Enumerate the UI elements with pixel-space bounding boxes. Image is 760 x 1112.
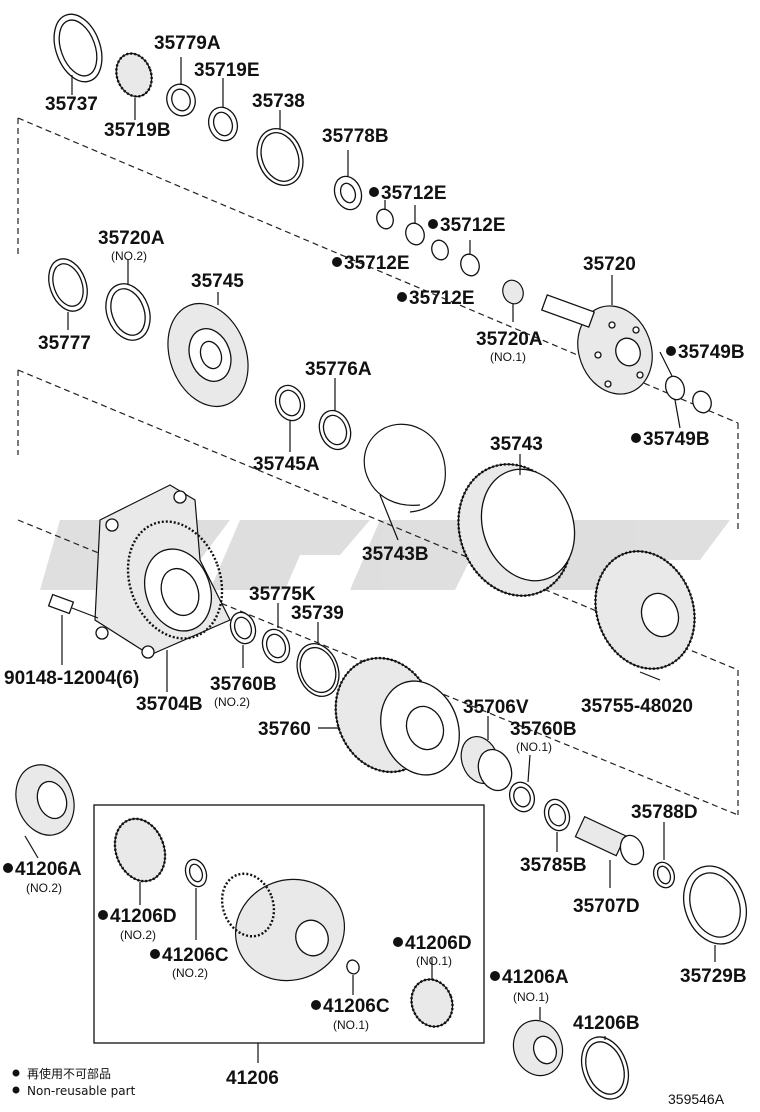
part-label-35745a: 35745A <box>253 454 320 475</box>
part-note-35760b-no1: (NO.1) <box>516 740 552 754</box>
part-label-41206: 41206 <box>226 1068 279 1089</box>
part-label-35712e-2: 35712E <box>440 215 506 236</box>
kit-box <box>93 804 485 1044</box>
part-label-35743b: 35743B <box>362 544 429 565</box>
part-label-35785b: 35785B <box>520 855 587 876</box>
part-label-35720: 35720 <box>583 254 636 275</box>
part-note-41206a-no2: (NO.2) <box>26 881 62 895</box>
part-label-35775k: 35775K <box>249 584 316 605</box>
part-label-35712e-1: 35712E <box>381 183 447 204</box>
part-label-41206b: 41206B <box>573 1013 640 1034</box>
part-label-35737: 35737 <box>45 94 98 115</box>
drawing-code: 359546A <box>668 1091 725 1107</box>
part-label-35779a: 35779A <box>154 33 221 54</box>
part-label-35704b: 35704B <box>136 694 203 715</box>
part-label-35777: 35777 <box>38 333 91 354</box>
part-label-35755-48020: 35755-48020 <box>581 696 693 717</box>
part-label-35719b: 35719B <box>104 120 171 141</box>
legend-text-english: Non-reusable part <box>27 1084 136 1098</box>
part-note-35720a-no1: (NO.1) <box>490 350 526 364</box>
part-label-35729b: 35729B <box>680 966 747 987</box>
part-label-41206d-no2: 41206D <box>110 906 177 927</box>
part-note-35760b-no2: (NO.2) <box>214 695 250 709</box>
part-label-35760b-no2: 35760B <box>210 674 277 695</box>
part-label-35749b-1: 35749B <box>678 342 745 363</box>
part-label-35707d: 35707D <box>573 896 640 917</box>
leader-lines <box>24 57 716 1063</box>
part-label-35720a-no2: 35720A <box>98 228 165 249</box>
part-label-35712e-3: 35712E <box>344 253 410 274</box>
part-label-35749b-2: 35749B <box>643 429 710 450</box>
part-label-35788d: 35788D <box>631 802 698 823</box>
part-note-35720a-no2: (NO.2) <box>111 249 147 263</box>
part-label-41206d-no1: 41206D <box>405 933 472 954</box>
part-note-41206d-no2: (NO.2) <box>120 928 156 942</box>
part-label-35720a-no1: 35720A <box>476 329 543 350</box>
part-label-41206c-no2: 41206C <box>162 945 229 966</box>
part-label-35719e: 35719E <box>194 60 260 81</box>
part-label-35706v: 35706V <box>463 697 529 718</box>
part-label-35745: 35745 <box>191 271 244 292</box>
part-note-41206a-no1: (NO.1) <box>513 990 549 1004</box>
part-label-90148-12004: 90148-12004(6) <box>4 668 139 689</box>
part-labels: 35737 35779A 35719E 35719B 35738 35778B … <box>3 33 747 1089</box>
part-label-35776a: 35776A <box>305 359 372 380</box>
part-label-35739: 35739 <box>291 603 344 624</box>
part-label-41206a-no1: 41206A <box>502 967 569 988</box>
part-note-41206d-no1: (NO.1) <box>416 954 452 968</box>
part-label-35760b-no1: 35760B <box>510 719 577 740</box>
part-label-35743: 35743 <box>490 434 543 455</box>
legend-text-japanese: 再使用不可部品 <box>27 1066 111 1081</box>
part-label-35738: 35738 <box>252 91 305 112</box>
legend: 再使用不可部品 Non-reusable part <box>12 1066 136 1098</box>
part-label-35760: 35760 <box>258 719 311 740</box>
part-label-41206a-no2: 41206A <box>15 859 82 880</box>
part-note-41206c-no1: (NO.1) <box>333 1018 369 1032</box>
part-label-35778b: 35778B <box>322 126 389 147</box>
part-label-41206c-no1: 41206C <box>323 996 390 1017</box>
part-note-41206c-no2: (NO.2) <box>172 966 208 980</box>
part-drawings <box>15 13 747 1100</box>
part-label-35712e-4: 35712E <box>409 288 475 309</box>
